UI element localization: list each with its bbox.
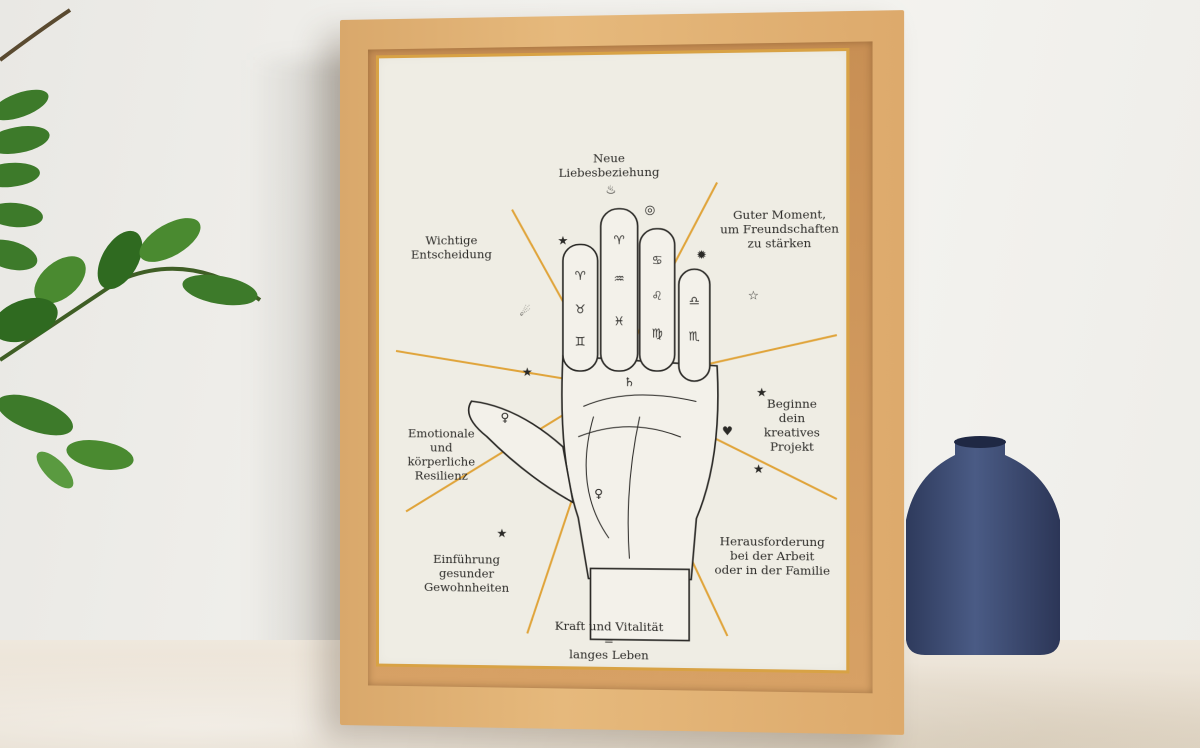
star-icon: ★ [756,385,767,399]
label-creative-project: Beginne dein kreatives Projekt [763,396,820,454]
leaf [139,218,201,262]
label-vitality: Kraft und Vitalität = langes Leben [554,618,664,663]
star-icon: ★ [522,365,533,379]
leaf [66,440,134,470]
flame-icon: ♨ [605,182,616,196]
zodiac-symbol: ♈ [575,269,586,283]
comet-icon: ☄ [520,304,531,318]
label-friendships: Guter Moment, um Freundschaften zu stärk… [720,207,840,251]
zodiac-symbol: ♉ [575,302,586,316]
zodiac-symbol: ♒ [614,272,625,286]
label-healthy-habits: Einführung gesunder Gewohnheiten [423,551,510,595]
star-icon: ☆ [748,288,759,302]
plant [0,8,262,489]
planet-symbol: ♄ [624,375,635,389]
leaf [0,297,58,343]
leaf [36,451,74,489]
star-icon: ★ [753,462,764,476]
palmistry-poster: ♈ ♒ ♓ ♈ ♉ ♊ ♋ ♌ ♍ ♎ ♏ ♄ ♀ ♀ ★ ★ [375,47,850,674]
label-important-decision: Wichtige Entscheidung [410,233,492,262]
zodiac-symbol: ♎ [689,294,700,308]
zodiac-symbol: ♊ [575,335,586,349]
label-resilience: Emotionale und körperliche Resilienz [407,426,476,483]
leaf [0,202,43,228]
zodiac-symbol: ♍ [652,326,663,340]
star-icon: ★ [496,526,507,540]
leaf [0,89,49,121]
zodiac-symbol: ♓ [614,314,625,328]
leaf [182,274,258,306]
leaf [34,256,86,304]
leaf [0,162,40,188]
hand-illustration: ♈ ♒ ♓ ♈ ♉ ♊ ♋ ♌ ♍ ♎ ♏ ♄ ♀ ♀ ★ ★ [376,182,767,674]
zodiac-symbol: ♋ [652,253,663,267]
label-new-love: Neue Liebesbeziehung [558,150,660,180]
planet-symbol: ♀ [594,486,603,500]
leaf [0,394,73,436]
zodiac-symbol: ♌ [652,289,663,303]
leaf [0,126,50,154]
planet-symbol: ♀ [500,410,509,424]
star-icon: ★ [557,233,568,247]
leaf [0,239,38,271]
leaf [97,230,143,290]
wooden-picture-frame: ♈ ♒ ♓ ♈ ♉ ♊ ♋ ♌ ♍ ♎ ♏ ♄ ♀ ♀ ★ ★ [340,10,905,735]
sun-icon: ✹ [696,248,706,262]
blue-ceramic-vase [906,436,1060,655]
label-work-challenge: Herausforderung bei der Arbeit oder in d… [714,534,831,578]
planet-icon: ◎ [645,202,656,216]
zodiac-symbol: ♏ [689,329,700,343]
zodiac-symbol: ♈ [614,233,625,247]
heart-icon: ♥ [722,424,733,438]
